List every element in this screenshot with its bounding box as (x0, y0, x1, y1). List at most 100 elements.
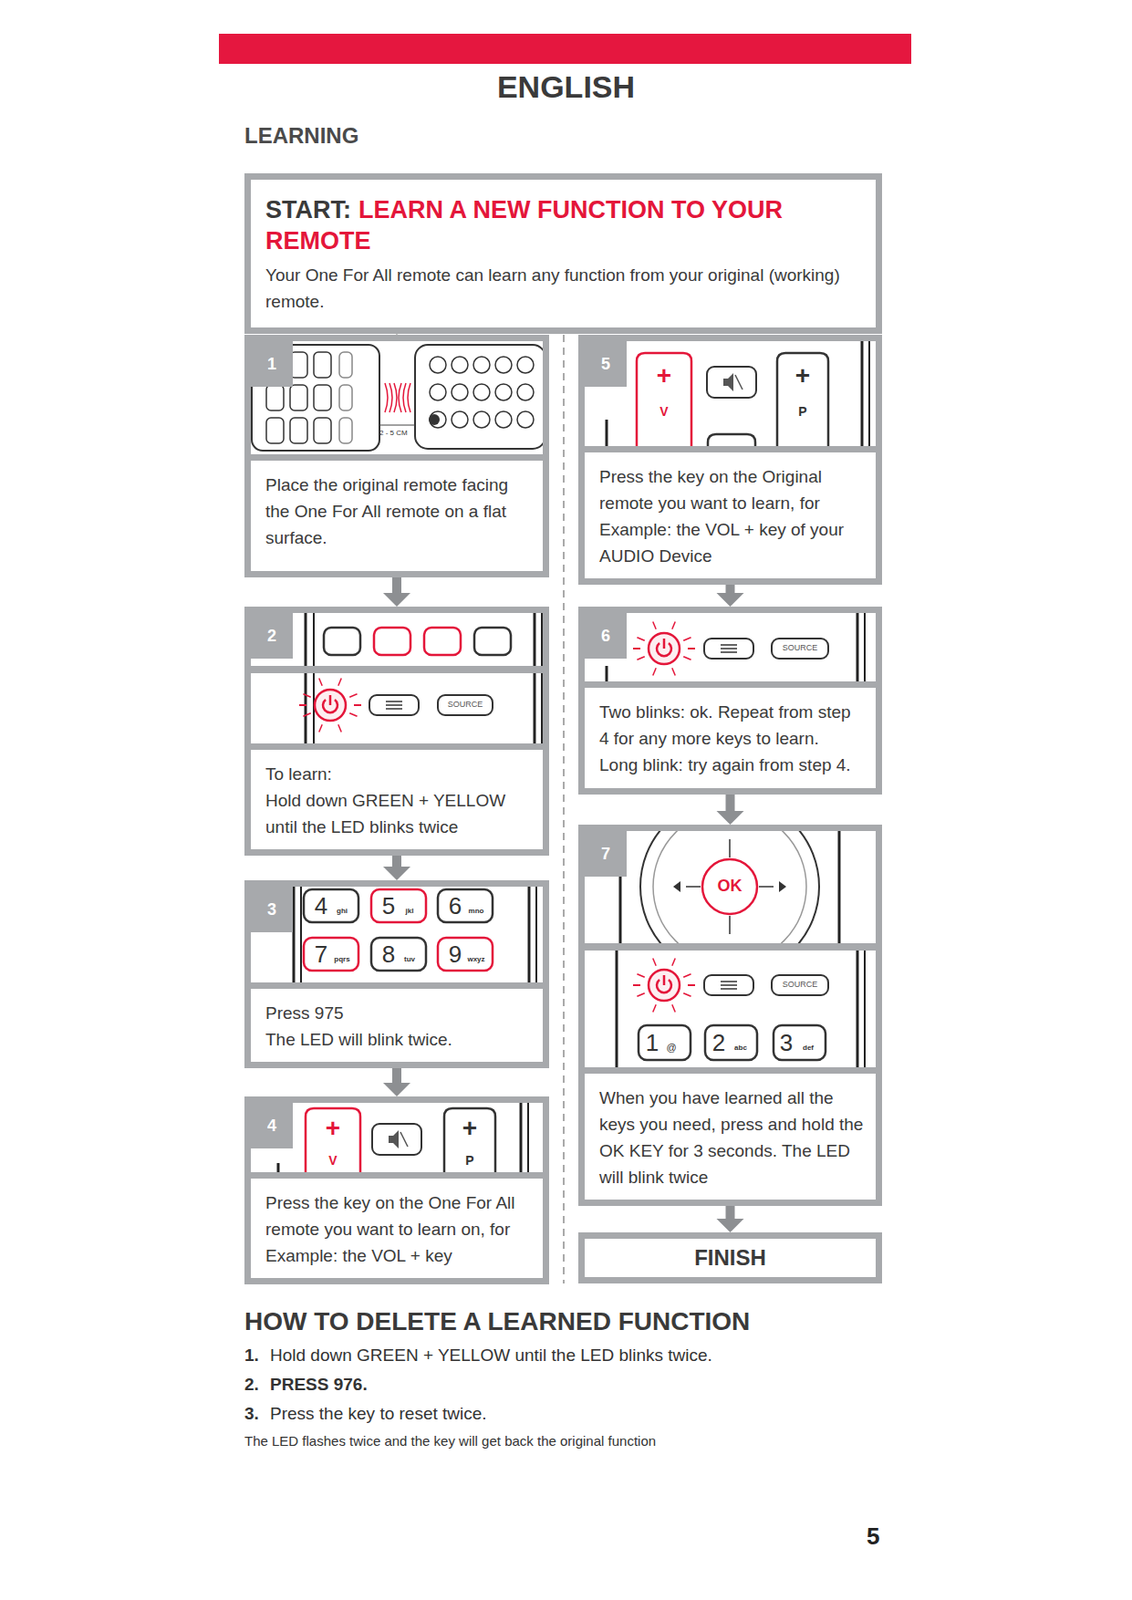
arrow-head (716, 1218, 745, 1233)
key-label: SOURCE (447, 700, 484, 710)
led-ray (633, 647, 641, 650)
start-box: START:LEARN A NEW FUNCTION TO YOUR REMOT… (244, 173, 883, 334)
arrow-head (383, 1082, 411, 1097)
remote-key (451, 384, 468, 401)
led-ray (683, 974, 691, 977)
remote-edge (615, 950, 619, 1068)
separator-band (584, 943, 876, 951)
remote-edge (540, 612, 543, 744)
step-number: 5 (584, 341, 627, 387)
remote-edge (528, 886, 531, 983)
key-label: 6 (448, 893, 462, 920)
remote-key (373, 627, 411, 655)
remote-key (303, 889, 359, 923)
remote-key (303, 937, 359, 971)
led-ray (683, 993, 691, 997)
nav-arrow (673, 881, 681, 893)
remote-key (290, 417, 308, 444)
flow-arrow (716, 794, 745, 825)
description-text: Your One For All remote can learn any fu… (265, 261, 860, 315)
step-text-area: Press the key on the One For All remote … (250, 1172, 543, 1278)
led-ray (687, 647, 696, 650)
text-label: 3. (244, 1404, 260, 1424)
remote-edge (519, 1102, 523, 1173)
led-ray (636, 993, 644, 997)
dimension-line (379, 425, 416, 426)
key-label: @ (665, 1041, 676, 1053)
remote-key (517, 356, 534, 374)
arrow-shaft (392, 1068, 402, 1083)
remote-edge (856, 950, 860, 1068)
step-text-area: Press the key on the Original remote you… (584, 446, 876, 579)
step-number: 7 (584, 830, 627, 877)
text-label: Press the key to reset twice. (270, 1404, 488, 1424)
key-label: P (465, 1153, 474, 1168)
arrow-head (383, 592, 411, 607)
led-ray (319, 677, 322, 686)
remote-key (517, 384, 534, 401)
led-ray (319, 724, 322, 732)
illustration-area (584, 341, 876, 447)
remote-key (495, 411, 512, 428)
power-symbol (663, 638, 666, 649)
key-label: jkl (405, 907, 415, 916)
remote-key (313, 417, 332, 444)
flow-arrow (716, 1205, 745, 1233)
signal-wave (384, 383, 388, 413)
step-text-area: To learn:Hold down GREEN + YELLOW until … (250, 743, 543, 850)
arrow-shaft (726, 584, 736, 593)
remote-edge (868, 341, 871, 447)
led-ray (653, 957, 656, 966)
menu-icon (720, 984, 738, 987)
signal-wave (398, 383, 402, 413)
remote-key (339, 417, 353, 444)
key-label: 2 (712, 1029, 726, 1057)
key-label: + (325, 1114, 341, 1143)
remote-key (473, 384, 490, 401)
step-number: 3 (250, 886, 293, 933)
text-label: PRESS 976. (270, 1375, 368, 1395)
mute-icon (735, 374, 743, 390)
key-label: def (802, 1044, 814, 1053)
menu-key (704, 975, 754, 996)
remote-key (451, 356, 468, 374)
led-ray (687, 984, 696, 987)
step-instruction: To learn: (265, 760, 532, 788)
remote-key (305, 1108, 361, 1173)
nav-ring (653, 830, 807, 944)
remote-edge (277, 1163, 281, 1173)
remote-edge (527, 1102, 530, 1173)
menu-icon (720, 980, 738, 983)
power-led (648, 969, 680, 1001)
remote-edge (838, 830, 842, 944)
led-ray (636, 656, 644, 660)
signal-wave (403, 383, 406, 413)
led-ray (636, 974, 644, 977)
step-instruction: Two blinks: ok. Repeat from step 4 for a… (599, 698, 865, 752)
key-label: V (659, 405, 668, 419)
led-ray (349, 713, 357, 717)
source-key (437, 695, 493, 716)
power-led (314, 689, 346, 721)
remote-key (707, 434, 756, 447)
text-label: LEARNING (244, 124, 359, 148)
key-label: pqrs (333, 955, 350, 965)
led-ray (302, 694, 311, 697)
remote-edge (300, 886, 302, 983)
step-box: 1Place the original remote facing the On… (244, 334, 550, 578)
red-band (218, 33, 912, 64)
arrow-shaft (392, 577, 402, 593)
page-title: ENGLISH (0, 69, 1132, 105)
arrow-head (716, 592, 745, 607)
step-number: 1 (250, 341, 293, 387)
led-ray (349, 694, 357, 697)
menu-icon (385, 700, 403, 703)
remote-key (424, 627, 461, 655)
nav-mark (728, 839, 731, 858)
remote-key (473, 356, 490, 374)
source-key (771, 638, 829, 659)
remote-key (323, 627, 361, 655)
key-label: + (656, 362, 672, 391)
remote-key (444, 1108, 496, 1173)
step-text-area: Two blinks: ok. Repeat from step 4 for a… (584, 681, 876, 789)
